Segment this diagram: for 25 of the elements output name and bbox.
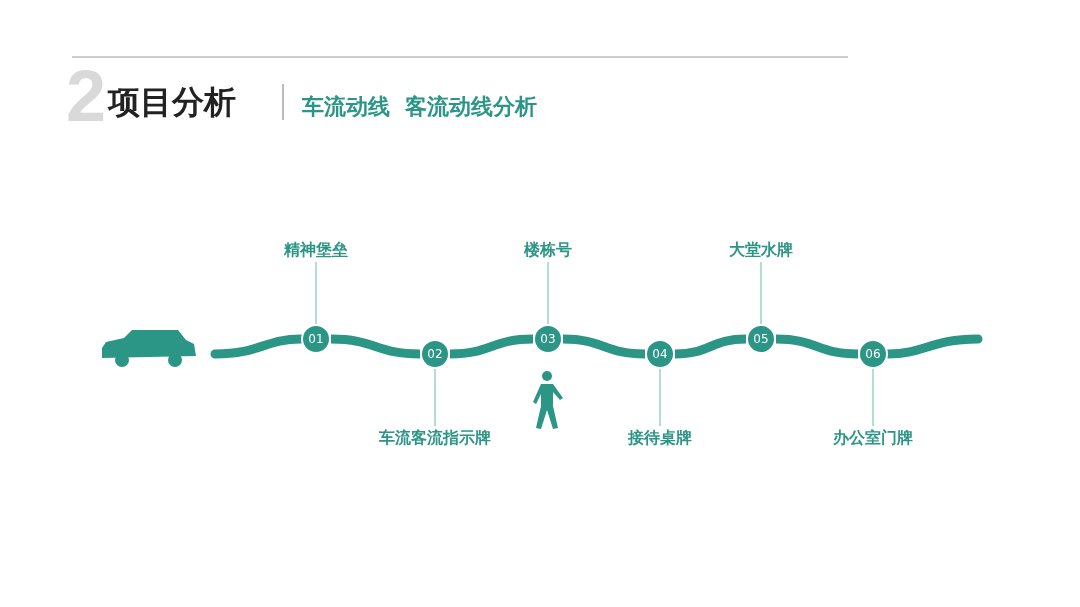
step-label: 楼栋号 <box>524 239 572 261</box>
step-marker: 02 <box>420 339 450 369</box>
step-marker: 06 <box>858 339 888 369</box>
road-line <box>330 334 421 359</box>
step-label: 精神堡垒 <box>284 239 348 261</box>
subtitle: 车流动线 客流动线分析 <box>302 93 538 121</box>
leader-line <box>547 261 549 325</box>
step-label: 接待桌牌 <box>628 427 692 449</box>
leader-line <box>315 261 317 325</box>
road-line <box>775 334 859 359</box>
leader-line <box>434 368 436 427</box>
road-line <box>449 334 534 359</box>
leader-line <box>659 368 661 427</box>
step-label: 大堂水牌 <box>729 239 793 261</box>
leader-line <box>872 368 874 427</box>
road-line <box>674 334 747 359</box>
step-marker: 01 <box>301 324 331 354</box>
road-line <box>562 334 646 359</box>
step-label: 办公室门牌 <box>833 427 913 449</box>
step-marker: 03 <box>533 324 563 354</box>
title: 项目分析 <box>108 82 236 122</box>
step-marker: 04 <box>645 339 675 369</box>
leader-line <box>760 261 762 325</box>
step-marker: 05 <box>746 324 776 354</box>
step-label: 车流客流指示牌 <box>379 427 491 449</box>
